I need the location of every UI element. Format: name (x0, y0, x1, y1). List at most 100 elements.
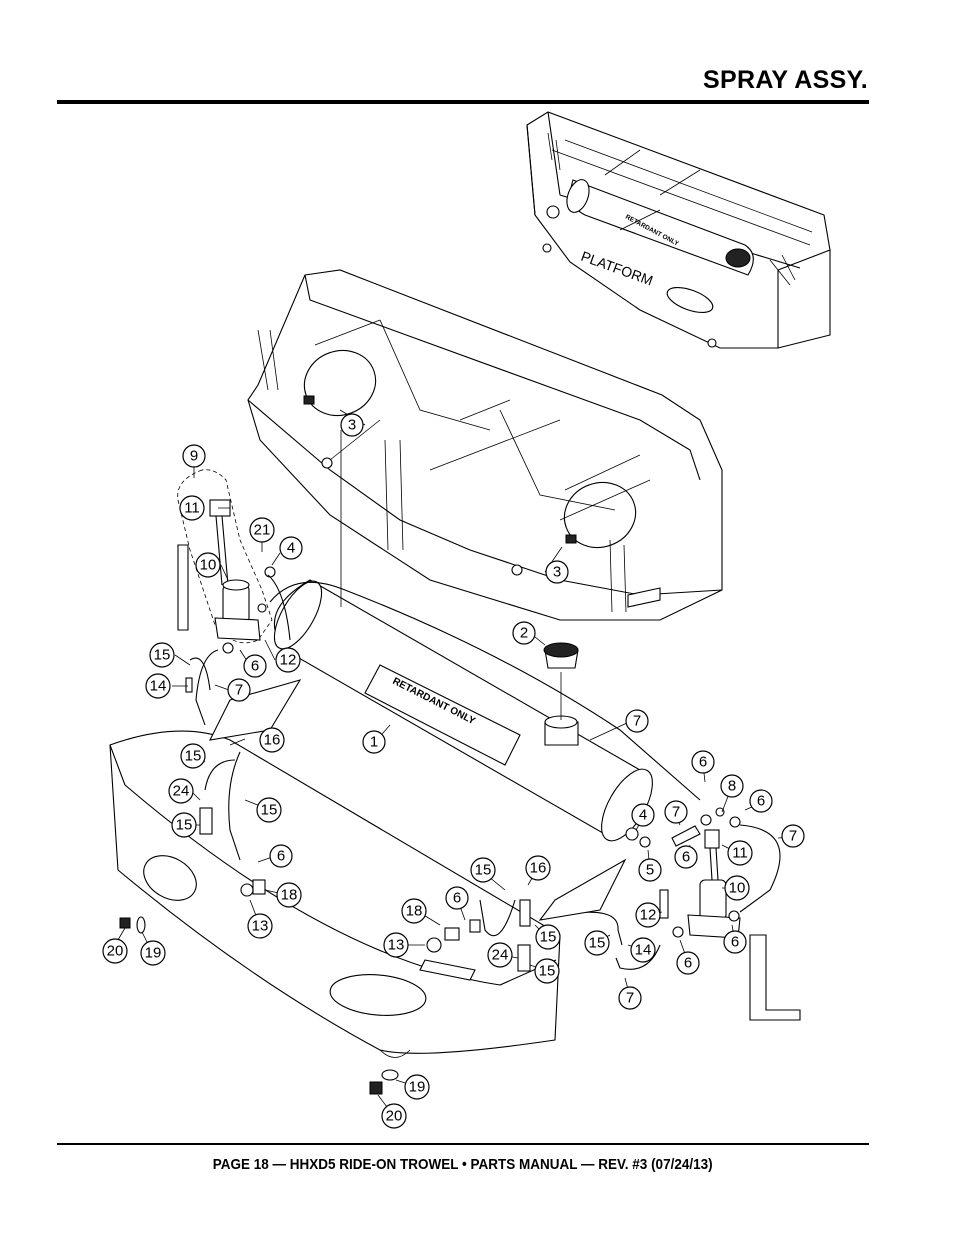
callout-15: 15 (470, 857, 496, 883)
header-rule (57, 100, 869, 104)
svg-text:15: 15 (539, 963, 556, 980)
callout-11: 11 (727, 840, 753, 866)
svg-text:19: 19 (145, 945, 162, 962)
callout-7: 7 (664, 800, 688, 824)
svg-text:11: 11 (184, 500, 200, 517)
svg-text:10: 10 (729, 880, 746, 897)
svg-text:15: 15 (176, 817, 193, 834)
callout-12: 12 (275, 647, 301, 673)
svg-text:10: 10 (200, 557, 217, 574)
svg-text:15: 15 (540, 929, 557, 946)
svg-text:18: 18 (406, 903, 423, 920)
callout-9: 9 (182, 444, 206, 468)
svg-text:12: 12 (280, 652, 297, 669)
svg-text:5: 5 (646, 862, 654, 879)
svg-text:6: 6 (277, 848, 285, 865)
svg-text:2: 2 (520, 625, 528, 642)
pump-assembly-left (177, 469, 276, 654)
svg-text:3: 3 (553, 564, 561, 581)
platform-frame (247, 269, 723, 621)
svg-text:6: 6 (757, 793, 765, 810)
svg-text:1: 1 (370, 734, 378, 751)
svg-text:16: 16 (530, 860, 547, 877)
svg-text:15: 15 (185, 748, 202, 765)
svg-text:15: 15 (154, 647, 171, 664)
callout-10: 10 (195, 552, 221, 578)
callout-13: 13 (247, 913, 273, 939)
svg-text:14: 14 (150, 678, 167, 695)
callout-3: 3 (545, 560, 569, 584)
svg-text:7: 7 (633, 713, 641, 730)
callout-7: 7 (227, 678, 251, 702)
callout-5: 5 (638, 858, 662, 882)
svg-text:7: 7 (789, 828, 797, 845)
callout-12: 12 (635, 902, 661, 928)
svg-text:9: 9 (190, 448, 198, 465)
svg-text:15: 15 (589, 935, 606, 952)
svg-text:7: 7 (672, 804, 680, 821)
svg-text:24: 24 (492, 947, 509, 964)
svg-text:18: 18 (281, 887, 298, 904)
callout-7: 7 (625, 709, 649, 733)
callout-15: 15 (149, 642, 175, 668)
callout-15: 15 (256, 797, 282, 823)
callout-4: 4 (631, 803, 655, 827)
svg-text:6: 6 (682, 849, 690, 866)
svg-text:15: 15 (475, 862, 492, 879)
callout-2: 2 (512, 621, 536, 645)
svg-text:12: 12 (640, 907, 657, 924)
svg-text:11: 11 (732, 845, 748, 862)
callout-14: 14 (630, 937, 656, 963)
svg-text:8: 8 (728, 778, 736, 795)
callout-6: 6 (691, 750, 715, 774)
svg-text:13: 13 (388, 937, 405, 954)
svg-text:13: 13 (252, 918, 269, 935)
callout-15: 15 (535, 924, 561, 950)
page-title: SPRAY ASSY. (703, 66, 868, 94)
callout-1: 1 (362, 730, 386, 754)
callout-19: 19 (404, 1074, 430, 1100)
callout-19: 19 (140, 940, 166, 966)
callout-13: 13 (383, 932, 409, 958)
svg-text:20: 20 (107, 943, 124, 960)
footer-text: PAGE 18 — HHXD5 RIDE-ON TROWEL • PARTS M… (213, 1156, 713, 1173)
svg-text:14: 14 (635, 942, 652, 959)
fittings (119, 677, 741, 1095)
svg-text:6: 6 (699, 754, 707, 771)
page-footer: PAGE 18 — HHXD5 RIDE-ON TROWEL • PARTS M… (0, 1156, 926, 1173)
callout-18: 18 (401, 898, 427, 924)
svg-text:6: 6 (731, 934, 739, 951)
callout-15: 15 (534, 958, 560, 984)
callout-20: 20 (102, 938, 128, 964)
callout-6: 6 (676, 951, 700, 975)
footer-rule (57, 1143, 869, 1145)
callout-16: 16 (525, 855, 551, 881)
callout-14: 14 (145, 673, 171, 699)
callout-6: 6 (269, 844, 293, 868)
svg-text:16: 16 (264, 732, 281, 749)
callout-24: 24 (487, 942, 513, 968)
callout-6: 6 (243, 654, 267, 678)
callout-11: 11 (179, 495, 205, 521)
front-cover (109, 679, 627, 1058)
svg-text:20: 20 (386, 1108, 403, 1125)
callout-18: 18 (276, 882, 302, 908)
callout-15: 15 (584, 930, 610, 956)
callout-4: 4 (279, 536, 303, 560)
pump-assembly-right (687, 829, 801, 1021)
callout-16: 16 (259, 727, 285, 753)
svg-text:24: 24 (173, 783, 190, 800)
callout-7: 7 (781, 824, 805, 848)
svg-text:7: 7 (235, 682, 243, 699)
platform-inset: PLATFORM RETARDANT ONLY (526, 111, 831, 349)
callout-10: 10 (724, 875, 750, 901)
callout-20: 20 (381, 1103, 407, 1129)
callout-21: 21 (249, 517, 275, 543)
svg-text:6: 6 (453, 890, 461, 907)
svg-text:4: 4 (639, 807, 647, 824)
svg-text:6: 6 (684, 955, 692, 972)
svg-text:3: 3 (348, 417, 356, 434)
callout-6: 6 (445, 886, 469, 910)
callout-15: 15 (180, 743, 206, 769)
